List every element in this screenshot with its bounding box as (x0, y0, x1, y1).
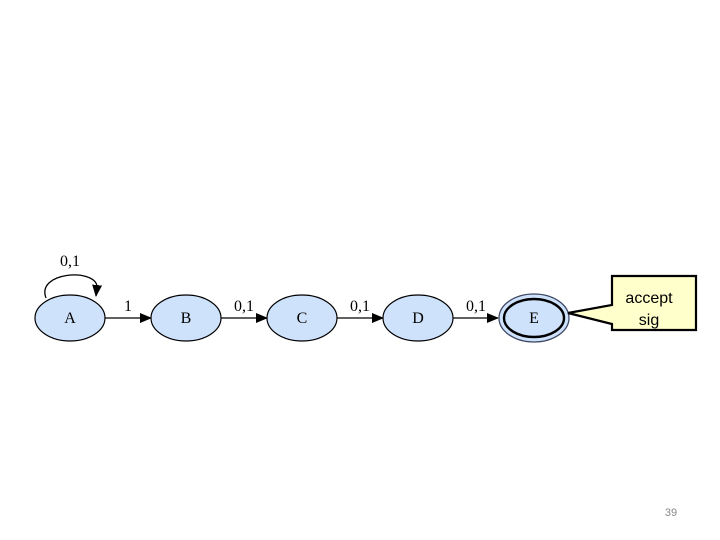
accept-callout: accept sig (567, 274, 698, 332)
state-d: D (382, 294, 454, 342)
callout-shape (567, 274, 698, 332)
state-e-label: E (529, 310, 539, 327)
transition-a-b-label: 1 (124, 298, 132, 315)
accept-ring-inner (502, 297, 566, 339)
state-b: B (150, 294, 222, 342)
page-number: 39 (664, 507, 678, 519)
state-c-label: C (297, 310, 308, 327)
state-c: C (266, 294, 338, 342)
state-d-label: D (412, 310, 424, 327)
transition-b-c-label: 0,1 (234, 298, 254, 315)
transition-a-a-label: 0,1 (60, 253, 80, 270)
callout-text-line-1: accept (625, 290, 673, 307)
transition-c-d-label: 0,1 (350, 298, 370, 315)
state-e-accepting: E (498, 293, 570, 343)
transition-d-e-label: 0,1 (466, 298, 486, 315)
state-a: A (34, 294, 106, 342)
transition-a-a-arrow (44, 274, 103, 299)
callout-text-line-2: sig (639, 312, 659, 329)
state-b-label: B (181, 310, 192, 327)
state-a-label: A (64, 310, 76, 327)
